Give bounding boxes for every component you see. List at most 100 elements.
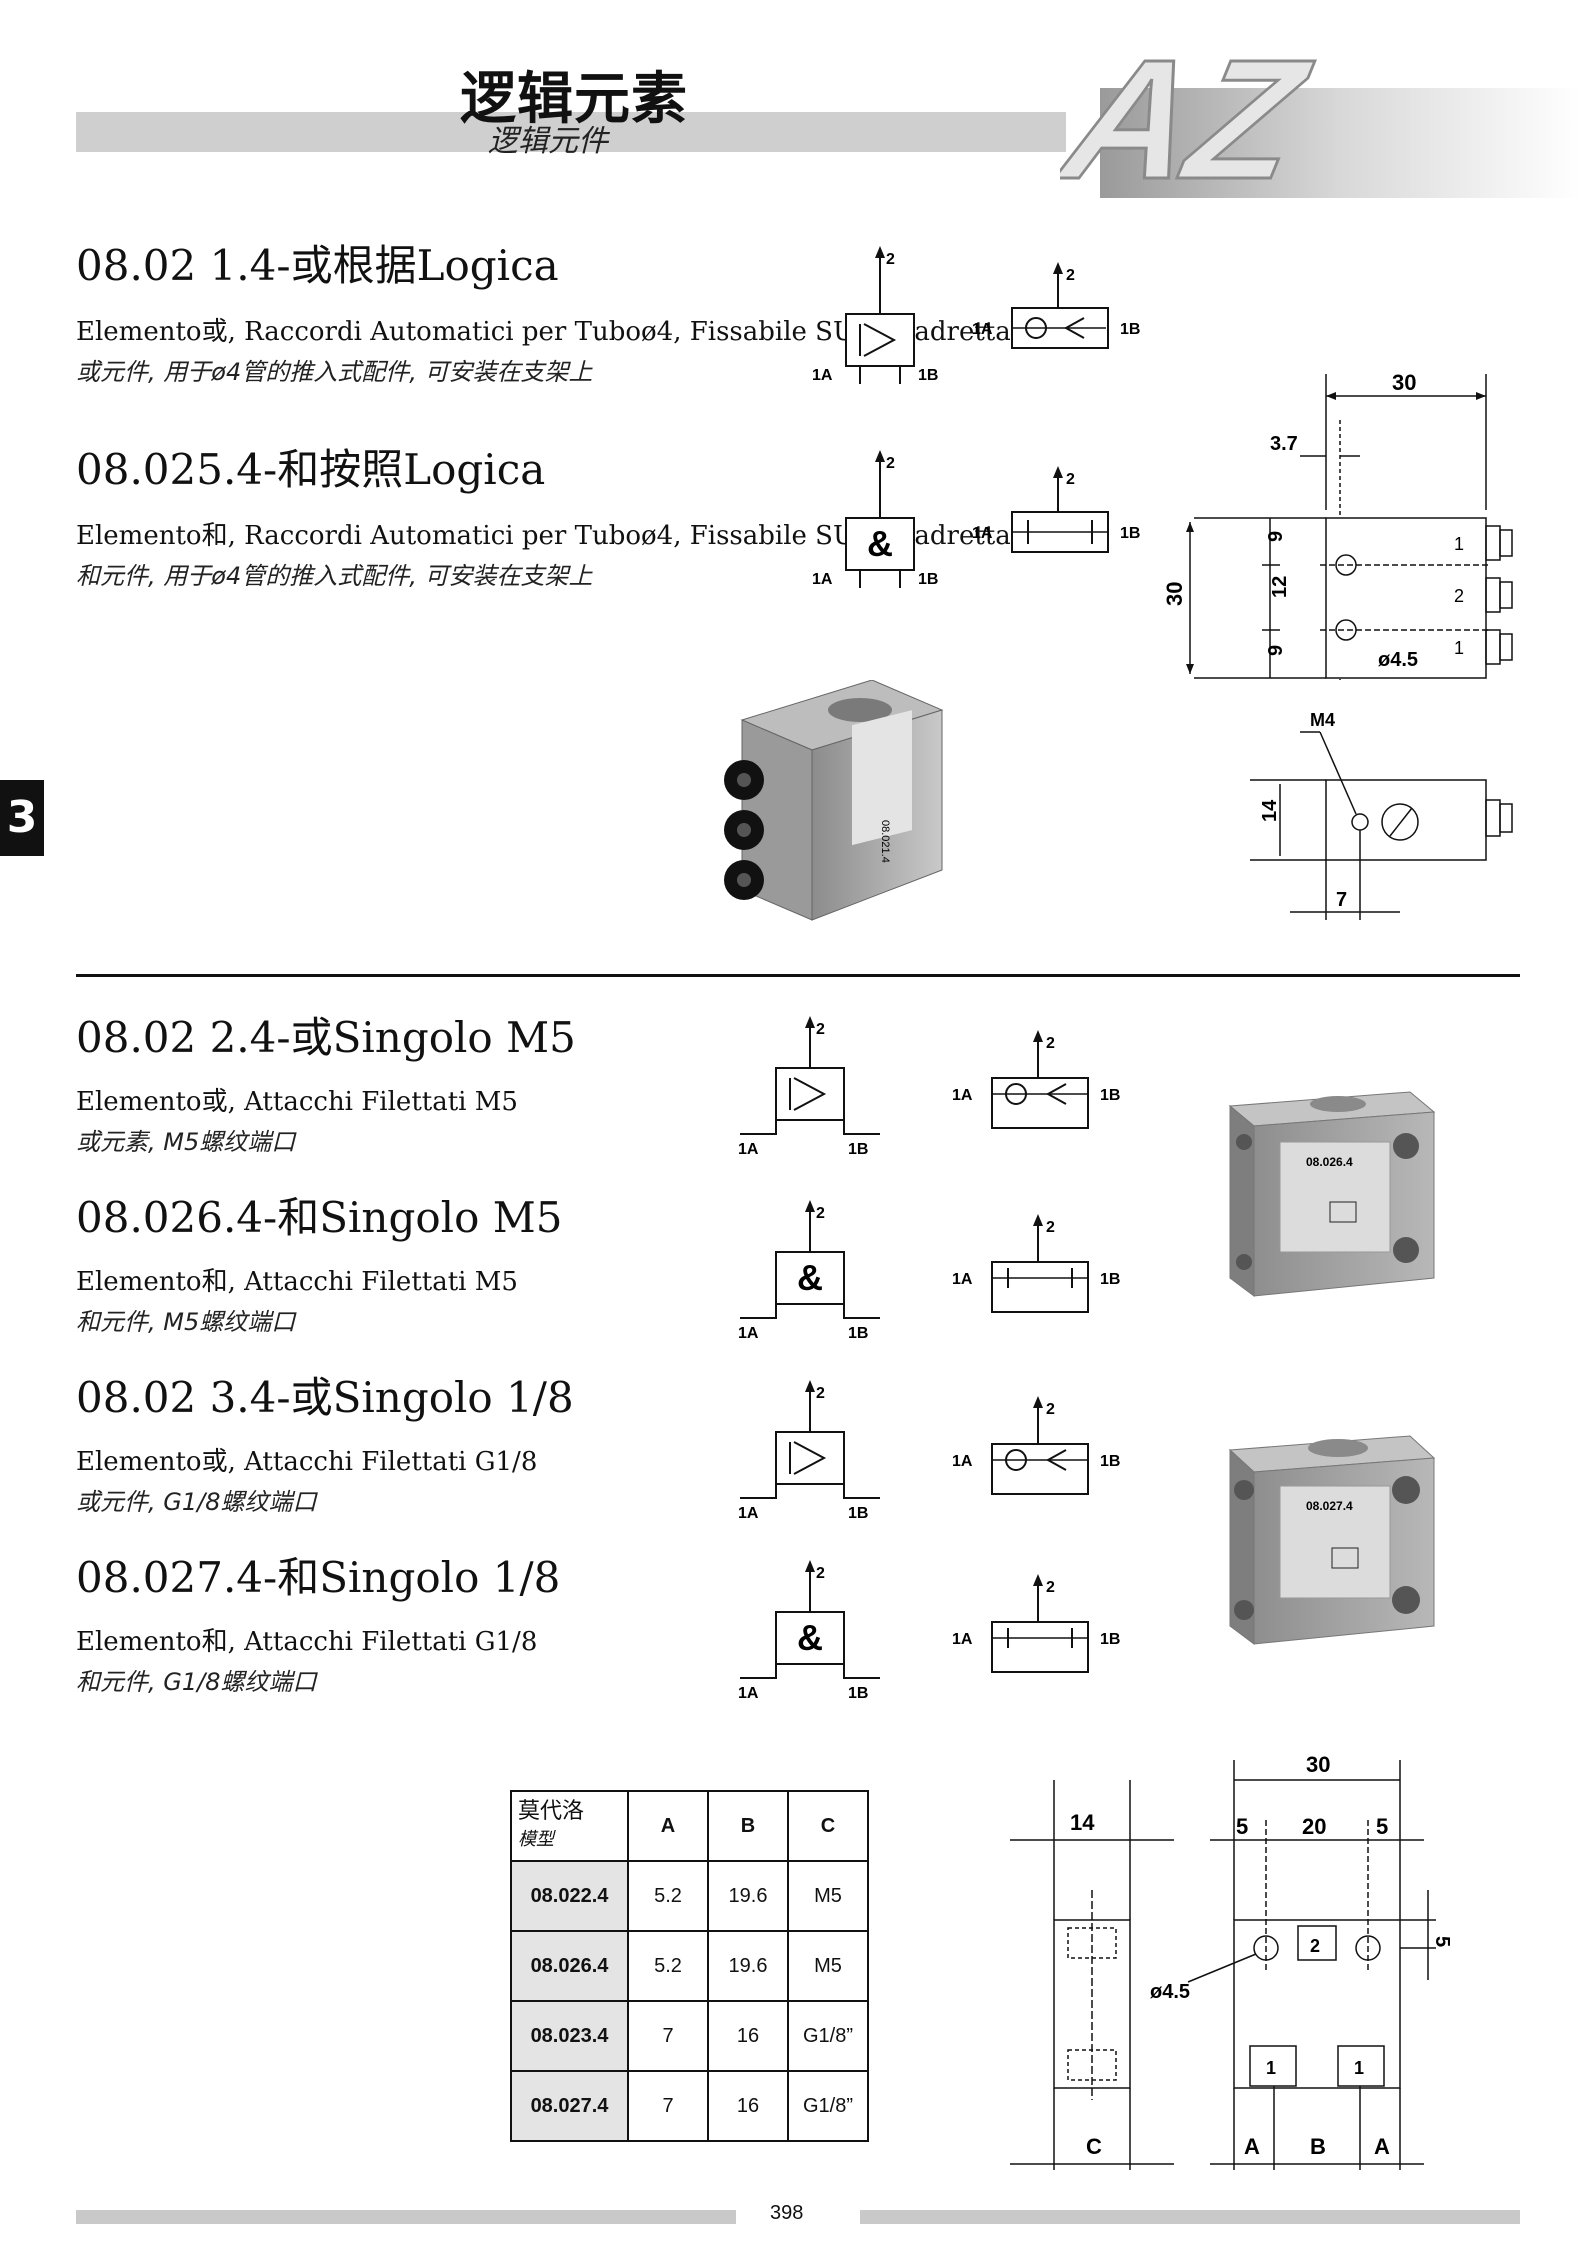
svg-text:14: 14 <box>1259 799 1281 822</box>
svg-text:1B: 1B <box>1100 1087 1120 1104</box>
svg-text:1A: 1A <box>738 1141 759 1154</box>
svg-text:2: 2 <box>886 455 895 472</box>
svg-text:1A: 1A <box>738 1325 759 1338</box>
section-title: 08.02 2.4-或Singolo M5 <box>76 1013 576 1062</box>
and-valve-symbol: 2 1A 1B <box>952 1214 1120 1313</box>
svg-text:2: 2 <box>1310 1936 1320 1956</box>
svg-text:1B: 1B <box>918 367 938 384</box>
svg-text:ø4.5: ø4.5 <box>1378 649 1418 671</box>
svg-text:5: 5 <box>1376 1814 1388 1839</box>
product-photo-push-in: 08.021.4 <box>724 680 944 921</box>
table-cell-a: 7 <box>627 2000 709 2072</box>
page-title: 逻辑元素 <box>460 67 688 132</box>
svg-text:9: 9 <box>1265 645 1287 656</box>
table-row: 08.026.4 5.2 19.6 M5 <box>510 1930 869 2002</box>
section-bottom-2: 08.02 3.4-或Singolo 1/8 Elemento或, Attacc… <box>76 1364 574 1517</box>
section-bottom-1: 08.026.4-和Singolo M5 Elemento和, Attacchi… <box>76 1184 562 1337</box>
table-header-row: 莫代洛 模型 A B C <box>510 1790 869 1862</box>
section-title: 08.025.4-和按照Logica <box>76 445 546 494</box>
section-desc: Elemento和, Attacchi Filettati M5 <box>76 1267 518 1297</box>
svg-text:08.026.4: 08.026.4 <box>1306 1155 1353 1169</box>
and-valve-symbol: 2 1A 1B <box>972 466 1140 553</box>
svg-text:7: 7 <box>1336 889 1347 911</box>
section-title: 08.026.4-和Singolo M5 <box>76 1193 563 1242</box>
product-photo-m5: 08.026.4 <box>1228 1091 1436 1297</box>
svg-text:2: 2 <box>1066 267 1075 284</box>
section-title: 08.02 3.4-或Singolo 1/8 <box>76 1373 574 1422</box>
table-cell-a: 7 <box>627 2070 709 2142</box>
svg-text:20: 20 <box>1302 1814 1326 1839</box>
page-subtitle: 逻辑元件 <box>488 124 608 159</box>
svg-text:2: 2 <box>816 1385 825 1402</box>
table-cell-model: 08.022.4 <box>510 1860 629 1932</box>
svg-text:1: 1 <box>1354 2058 1364 2078</box>
section-title: 08.027.4-和Singolo 1/8 <box>76 1553 561 1602</box>
dimension-drawing-bottom: 14 30 5 20 5 ø4.5 5 2 1 1 C A B A <box>1010 1752 1453 2170</box>
section-desc-cn: 或元件, G1/8螺纹端口 <box>76 1488 317 1516</box>
header-model-sublabel: 模型 <box>518 1829 554 1849</box>
svg-text:2: 2 <box>816 1565 825 1582</box>
svg-text:1A: 1A <box>972 525 993 542</box>
svg-text:2: 2 <box>816 1021 825 1038</box>
header-model-label: 莫代洛 <box>518 1798 585 1823</box>
svg-text:C: C <box>1086 2134 1102 2159</box>
svg-text:9: 9 <box>1265 531 1287 542</box>
table-cell-b: 19.6 <box>707 1930 789 2002</box>
svg-text:1A: 1A <box>738 1505 759 1518</box>
svg-text:1B: 1B <box>848 1325 868 1338</box>
table-cell-a: 5.2 <box>627 1930 709 2002</box>
svg-text:30: 30 <box>1306 1752 1330 1777</box>
table-cell-model: 08.026.4 <box>510 1930 629 2002</box>
table-cell-a: 5.2 <box>627 1860 709 1932</box>
svg-text:1B: 1B <box>1100 1271 1120 1288</box>
svg-text:1A: 1A <box>952 1631 973 1648</box>
page-number: 398 <box>770 2202 804 2224</box>
svg-text:1A: 1A <box>952 1087 973 1104</box>
svg-text:2: 2 <box>1046 1219 1055 1236</box>
section-desc-cn: 和元件, 用于ø4管的推入式配件, 可安装在支架上 <box>76 562 593 590</box>
svg-text:&: & <box>797 1257 823 1298</box>
svg-text:1A: 1A <box>972 321 993 338</box>
svg-text:2: 2 <box>816 1205 825 1222</box>
svg-text:A: A <box>1374 2134 1390 2159</box>
svg-text:1B: 1B <box>1100 1631 1120 1648</box>
or-logic-symbol: 2 1A 1B <box>738 1380 880 1518</box>
svg-text:08.027.4: 08.027.4 <box>1306 1499 1353 1513</box>
svg-text:1A: 1A <box>812 571 833 588</box>
svg-text:1: 1 <box>1266 2058 1276 2078</box>
svg-text:1A: 1A <box>812 367 833 384</box>
section-desc: Elemento和, Attacchi Filettati G1/8 <box>76 1627 538 1657</box>
or-valve-symbol: 2 1A 1B <box>952 1030 1120 1129</box>
table-cell-b: 19.6 <box>707 1860 789 1932</box>
table-cell-c: G1/8” <box>787 2000 869 2072</box>
svg-text:5: 5 <box>1431 1936 1453 1947</box>
svg-text:08.021.4: 08.021.4 <box>879 820 891 863</box>
section-divider <box>76 974 1520 977</box>
table-row: 08.027.4 7 16 G1/8” <box>510 2070 869 2142</box>
svg-text:AZ: AZ <box>1060 28 1323 198</box>
svg-text:1A: 1A <box>952 1271 973 1288</box>
svg-text:1B: 1B <box>1120 321 1140 338</box>
table-row: 08.023.4 7 16 G1/8” <box>510 2000 869 2072</box>
svg-text:2: 2 <box>1046 1401 1055 1418</box>
table-cell-c: G1/8” <box>787 2070 869 2142</box>
and-logic-symbol: 2 & 1A 1B <box>738 1560 880 1698</box>
table-cell-model: 08.027.4 <box>510 2070 629 2142</box>
svg-text:5: 5 <box>1236 1814 1248 1839</box>
svg-text:B: B <box>1310 2134 1326 2159</box>
svg-text:2: 2 <box>886 251 895 268</box>
svg-text:2: 2 <box>1454 586 1464 606</box>
product-photo-g18: 08.027.4 <box>1228 1435 1436 1645</box>
table-row: 08.022.4 5.2 19.6 M5 <box>510 1860 869 1932</box>
table-header-model: 莫代洛 模型 <box>510 1790 629 1862</box>
svg-text:M4: M4 <box>1310 710 1335 730</box>
section-bottom-3: 08.027.4-和Singolo 1/8 Elemento和, Attacch… <box>76 1544 560 1697</box>
and-valve-symbol: 2 1A 1B <box>952 1574 1120 1673</box>
section-desc: Elemento或, Attacchi Filettati M5 <box>76 1087 518 1117</box>
svg-text:2: 2 <box>1066 471 1075 488</box>
svg-text:1B: 1B <box>1100 1453 1120 1470</box>
svg-text:1A: 1A <box>738 1685 759 1698</box>
table-cell-b: 16 <box>707 2070 789 2142</box>
svg-text:30: 30 <box>1162 582 1187 606</box>
svg-text:1B: 1B <box>848 1141 868 1154</box>
